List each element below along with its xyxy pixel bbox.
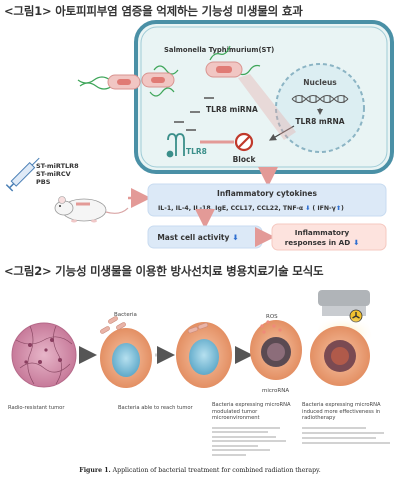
figure1-heading: <그림1> 아토피피부염 염증을 억제하는 기능성 미생물의 효과 <box>4 4 303 18</box>
ad-response-label-2: responses in AD⬇ <box>285 238 359 247</box>
treatment-2: ST-miRCV <box>36 170 71 178</box>
ad-response-label-1: Inflammatory <box>295 228 350 237</box>
microrna-microenvironment-illustration <box>176 322 232 388</box>
ros-microrna-illustration <box>250 320 302 380</box>
syringe-icon <box>5 157 40 192</box>
figure1-diagram: Nucleus TLR8 mRNA Salmonella Typhimurium… <box>5 20 394 251</box>
treatment-1: ST-miRTLR8 <box>36 162 79 170</box>
tlr8-receptor-icon <box>166 133 185 158</box>
bacterium-icon <box>205 45 261 78</box>
unreadable-bullet-text <box>212 427 390 456</box>
block-label: Block <box>233 155 257 164</box>
figure-caption: Figure 1. Application of bacterial treat… <box>79 467 320 474</box>
cytokine-list: IL-1, IL-4, IL-18, IgE, CCL17, CCL22, TN… <box>158 205 344 212</box>
cytokine-title: Inflammatory cytokines <box>217 189 317 198</box>
bacterium-icon <box>77 74 141 90</box>
cytokine-box <box>147 183 387 217</box>
mirna-label: TLR8 miRNA <box>206 105 258 114</box>
bacterium-label: Salmonella Typhimurium(ST) <box>164 46 274 54</box>
radiotherapy-illustration <box>310 290 376 386</box>
nucleus-label: Nucleus <box>303 78 337 87</box>
caption-microrna-microenvironment: Bacteria expressing microRNA modulated t… <box>212 402 291 421</box>
caption-radiotherapy-effectiveness: Bacteria expressing microRNA induced mor… <box>302 402 381 421</box>
ros-label: ROS <box>266 314 278 320</box>
figure2-diagram: Bacteria ROS microRNA <box>8 290 390 474</box>
mast-cell-label: Mast cell activity⬇ <box>157 233 238 242</box>
ad-response-box <box>271 223 387 251</box>
microrna-label: microRNA <box>262 388 289 394</box>
mrna-label: TLR8 mRNA <box>295 117 344 126</box>
bacterium-icon <box>141 65 179 97</box>
block-icon <box>234 132 254 152</box>
tlr8-label: TLR8 <box>186 147 207 156</box>
mirna-strands <box>174 97 214 131</box>
caption-radio-resistant: Radio-resistant tumor <box>8 405 65 411</box>
bacteria-label: Bacteria <box>114 312 137 318</box>
treatment-3: PBS <box>36 178 51 186</box>
caption-bacteria-reach: Bacteria able to reach tumor <box>118 405 194 411</box>
radio-resistant-tumor-illustration <box>11 322 77 388</box>
figure2-heading: <그림2> 기능성 미생물을 이용한 방사선치료 병용치료기술 모식도 <box>4 264 324 278</box>
bacteria-reach-tumor-illustration <box>100 316 152 388</box>
mouse-icon <box>54 196 129 223</box>
dna-icon <box>291 95 349 103</box>
